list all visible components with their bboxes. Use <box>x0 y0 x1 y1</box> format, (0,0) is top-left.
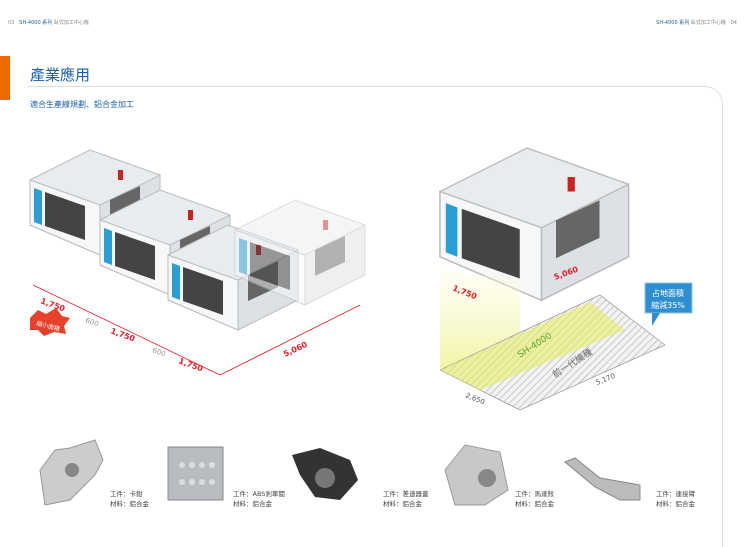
differential-cover-image <box>292 448 358 500</box>
dim-label: 5,060 <box>282 340 309 359</box>
layout-diagrams: 1,750 600 1,750 600 1,750 5,060 縮小面積 SH-… <box>29 147 693 506</box>
header-left: 03 SH-4000 系列 臥式加工中心機 <box>8 20 89 26</box>
dim-label: 1,750 <box>177 356 204 373</box>
header-right: SH-4000 系列 臥式加工中心機 04 <box>656 20 737 26</box>
dim-label: 600 <box>84 316 99 328</box>
shrink-badge: 縮小面積 <box>30 308 70 336</box>
page-title: 產業應用 <box>30 66 91 84</box>
workpiece-caption: 工件：卡鉗材料：鋁合金 <box>110 490 149 508</box>
workpiece-caption: 工件：ABS剎車閥材料：鋁合金 <box>233 490 285 508</box>
dim-label: 2,650 <box>464 391 486 406</box>
content-frame <box>28 86 723 547</box>
dim-label: 1,750 <box>109 326 136 343</box>
floor-new-footprint <box>440 302 625 390</box>
section-subtitle: 適合生產線規劃、鋁合金加工 <box>30 100 134 109</box>
reduction-callout: 占地面積 縮減35% <box>644 282 693 326</box>
workpiece-caption: 工件：連接臂材料：鋁合金 <box>656 490 695 508</box>
svg-text:占地面積: 占地面積 <box>652 288 684 298</box>
caliper-image <box>39 439 104 506</box>
dimension-lines-left <box>32 284 361 376</box>
workpiece-caption: 工件：馬達殼材料：鋁合金 <box>515 490 554 508</box>
section-marker <box>0 56 10 100</box>
svg-text:縮減35%: 縮減35% <box>651 300 685 310</box>
link-arm-image <box>564 457 641 501</box>
abs-valve-image <box>167 446 224 501</box>
workpiece-caption: 工件：差速器蓋材料：鋁合金 <box>383 490 429 508</box>
workpiece-images <box>39 439 641 506</box>
motor-housing-image <box>444 444 509 506</box>
